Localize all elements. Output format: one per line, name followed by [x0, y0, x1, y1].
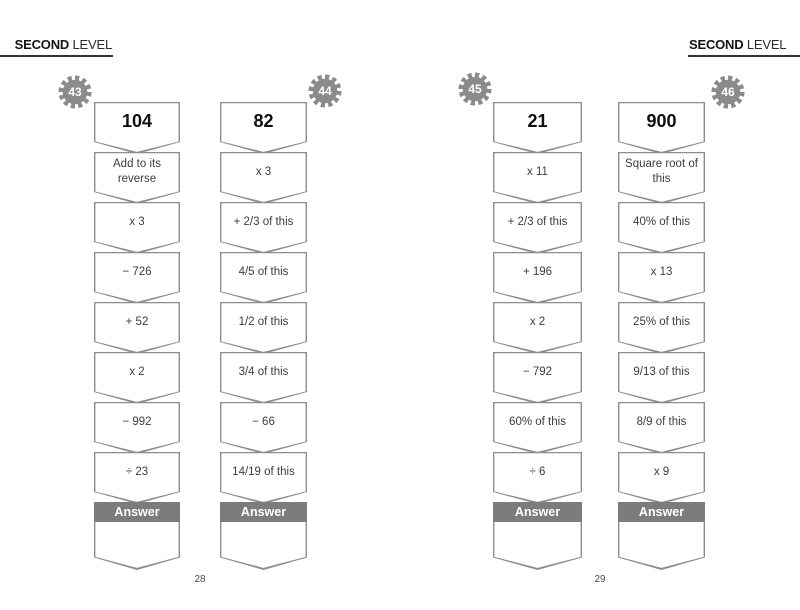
operation-step-box: + 2/3 of this	[493, 202, 582, 254]
operation-step-box: 8/9 of this	[618, 402, 705, 454]
operation-step-box: − 66	[220, 402, 307, 454]
operation-step-box: 1/2 of this	[220, 302, 307, 354]
operation-step-box: x 9	[618, 452, 705, 504]
header-bold-text: SECOND	[689, 37, 744, 52]
header-bold-text: SECOND	[14, 37, 70, 52]
operation-step-box: 25% of this	[618, 302, 705, 354]
operation-step-box: x 3	[94, 202, 180, 254]
answer-bar: Answer	[618, 502, 705, 522]
badge-number: 43	[68, 85, 82, 99]
operation-step-box: 40% of this	[618, 202, 705, 254]
operation-step-box: x 11	[493, 152, 582, 204]
operation-step-box: + 52	[94, 302, 180, 354]
operation-step-box: Add to its reverse	[94, 152, 180, 204]
operation-step-box: 9/13 of this	[618, 352, 705, 404]
operation-step-box: ÷ 23	[94, 452, 180, 504]
answer-box: Answer	[220, 502, 307, 570]
second-level-header-right: SECOND LEVEL	[689, 37, 800, 52]
header-rule-left	[0, 55, 113, 57]
operation-step-box: ÷ 6	[493, 452, 582, 504]
gear-icon	[308, 74, 342, 108]
start-number-box: 900	[618, 102, 705, 154]
puzzle-column-44: 82 x 3 + 2/3 of this 4/5 of this 1/2 of …	[220, 102, 307, 570]
second-level-header-left: SECOND LEVEL	[0, 37, 113, 52]
answer-write-in-area	[94, 522, 180, 570]
operation-step-box: x 13	[618, 252, 705, 304]
operation-step-box: − 792	[493, 352, 582, 404]
gear-badge-icon: 45	[458, 72, 492, 106]
answer-bar: Answer	[94, 502, 180, 522]
operation-step-box: + 2/3 of this	[220, 202, 307, 254]
gear-badge-icon: 46	[711, 75, 745, 109]
answer-write-in-area	[493, 522, 582, 570]
operation-step-box: x 2	[493, 302, 582, 354]
operation-step-box: − 726	[94, 252, 180, 304]
badge-number: 44	[318, 84, 332, 98]
answer-box: Answer	[94, 502, 180, 570]
page-number-left: 28	[194, 574, 206, 585]
operation-step-box: Square root of this	[618, 152, 705, 204]
start-number-box: 104	[94, 102, 180, 154]
answer-write-in-area	[220, 522, 307, 570]
answer-bar: Answer	[493, 502, 582, 522]
page-number-right: 29	[594, 574, 606, 585]
operation-step-box: + 196	[493, 252, 582, 304]
operation-step-box: 60% of this	[493, 402, 582, 454]
operation-step-box: x 3	[220, 152, 307, 204]
start-number-box: 21	[493, 102, 582, 154]
operation-step-box: − 992	[94, 402, 180, 454]
badge-number: 46	[721, 85, 735, 99]
operation-step-box: 4/5 of this	[220, 252, 307, 304]
answer-box: Answer	[618, 502, 705, 570]
gear-icon	[58, 75, 92, 109]
puzzle-column-45: 21 x 11 + 2/3 of this + 196 x 2 − 792 60…	[493, 102, 582, 570]
gear-badge-icon: 43	[58, 75, 92, 109]
operation-step-box: 14/19 of this	[220, 452, 307, 504]
operation-step-box: 3/4 of this	[220, 352, 307, 404]
start-number-box: 82	[220, 102, 307, 154]
badge-number: 45	[468, 82, 482, 96]
answer-bar: Answer	[220, 502, 307, 522]
puzzle-column-46: 900 Square root of this 40% of this x 13…	[618, 102, 705, 570]
gear-badge-icon: 44	[308, 74, 342, 108]
header-light-text: LEVEL	[72, 37, 113, 52]
puzzle-column-43: 104 Add to its reverse x 3 − 726 + 52 x …	[94, 102, 180, 570]
header-light-text: LEVEL	[746, 37, 787, 52]
header-rule-right	[688, 55, 800, 57]
gear-icon	[711, 75, 745, 109]
operation-step-box: x 2	[94, 352, 180, 404]
answer-write-in-area	[618, 522, 705, 570]
answer-box: Answer	[493, 502, 582, 570]
gear-icon	[458, 72, 492, 106]
